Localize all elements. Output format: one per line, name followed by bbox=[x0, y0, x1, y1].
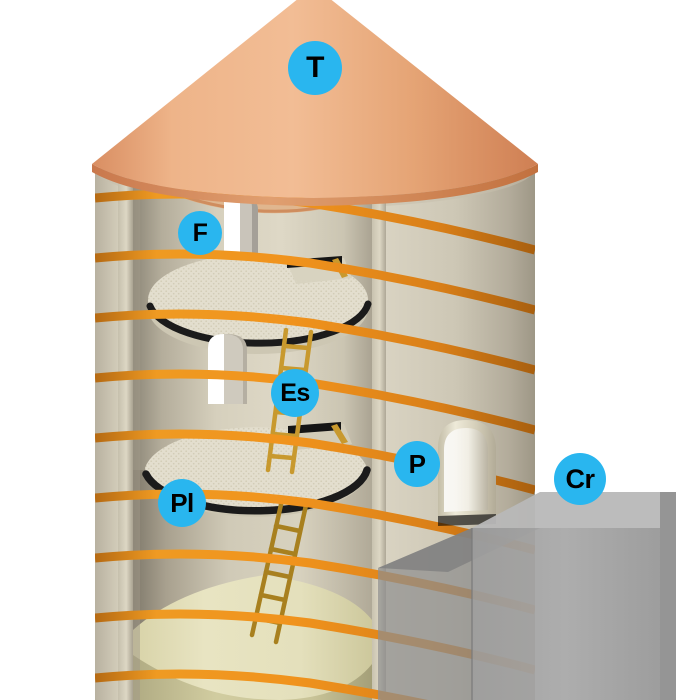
callout-puerta[interactable]: P bbox=[394, 441, 440, 487]
grain-pile bbox=[133, 575, 372, 700]
band-9 bbox=[95, 669, 535, 700]
callout-techo[interactable]: T bbox=[288, 41, 342, 95]
callout-escalera-label: Es bbox=[280, 378, 310, 407]
callout-plataforma[interactable]: Pl bbox=[158, 479, 206, 527]
silo-door-exterior bbox=[438, 420, 496, 526]
interior-upper-hatch bbox=[224, 196, 258, 262]
callout-construccion[interactable]: Cr bbox=[554, 453, 606, 505]
callout-techo-label: T bbox=[306, 51, 324, 84]
callout-construccion-label: Cr bbox=[565, 463, 595, 494]
callout-fondo[interactable]: F bbox=[178, 211, 222, 255]
interior-arched-door bbox=[208, 334, 247, 404]
conical-roof bbox=[92, 0, 538, 206]
callout-fondo-label: F bbox=[192, 218, 208, 247]
callout-puerta-label: P bbox=[408, 449, 426, 479]
band-2 bbox=[95, 249, 535, 315]
callout-escalera[interactable]: Es bbox=[271, 369, 319, 417]
band-3 bbox=[95, 309, 535, 375]
callout-plataforma-label: Pl bbox=[170, 488, 194, 518]
annex-building bbox=[378, 492, 676, 700]
